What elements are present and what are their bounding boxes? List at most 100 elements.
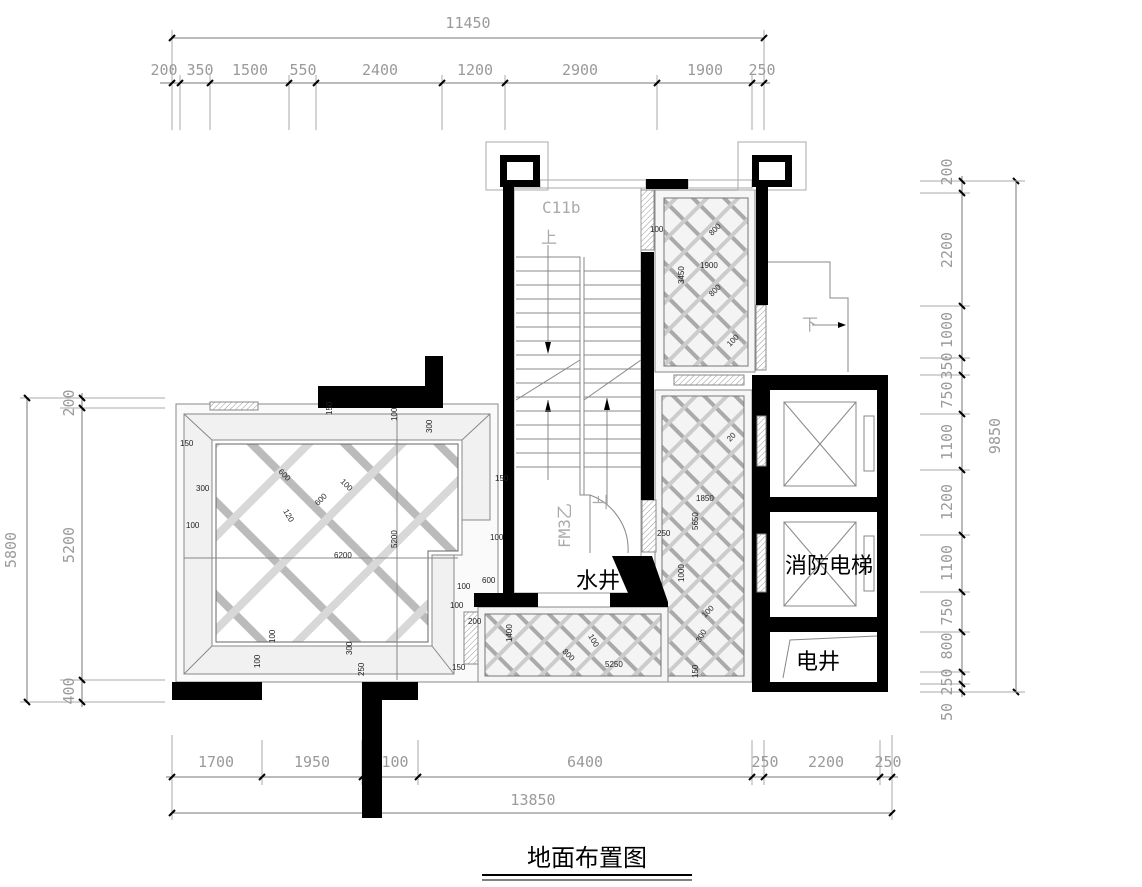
dimension-label: 1950 bbox=[294, 753, 330, 771]
dimension-label: 5200 bbox=[60, 527, 78, 563]
dimension-annotation: 100 bbox=[268, 629, 277, 643]
dimension-label: 1200 bbox=[938, 484, 956, 520]
dimension-tick bbox=[958, 668, 966, 676]
staircase bbox=[513, 187, 642, 594]
dimension-label: 200 bbox=[150, 61, 177, 79]
dimension-label: 1100 bbox=[938, 545, 956, 581]
dimension-label: 1700 bbox=[198, 753, 234, 771]
dimension-tick bbox=[958, 680, 966, 688]
dimension-label: 100 bbox=[381, 753, 408, 771]
dimension-label: 1900 bbox=[687, 61, 723, 79]
dimension-tick bbox=[438, 79, 446, 87]
dimension-tick bbox=[958, 189, 966, 197]
dimension-annotation: 5250 bbox=[605, 660, 623, 669]
dimension-annotation: 1900 bbox=[700, 261, 718, 270]
dimension-tick bbox=[176, 79, 184, 87]
dimension-tick bbox=[958, 531, 966, 539]
dimension-bottom-total: 13850 bbox=[510, 791, 555, 809]
dimension-annotation: 1400 bbox=[505, 624, 514, 642]
dimension-annotation: 300 bbox=[196, 484, 210, 493]
dimension-label: 400 bbox=[60, 677, 78, 704]
dimension-label: 350 bbox=[186, 61, 213, 79]
lobby-floor bbox=[175, 401, 499, 683]
dimension-label: 250 bbox=[874, 753, 901, 771]
dimension-tick bbox=[958, 354, 966, 362]
dimension-tick bbox=[414, 773, 422, 781]
right-dimensions: 9850 200 2200 1000 350 750 1100 1200 1100 750 800… bbox=[920, 158, 1025, 721]
dimension-tick bbox=[748, 79, 756, 87]
dimension-tick bbox=[958, 410, 966, 418]
dimension-tick bbox=[876, 773, 884, 781]
dimension-annotation: 5200 bbox=[390, 530, 399, 548]
dimension-annotation: 100 bbox=[390, 407, 399, 421]
dimension-tick bbox=[958, 371, 966, 379]
dimension-label: 2200 bbox=[938, 232, 956, 268]
dimension-annotation: 150 bbox=[180, 439, 194, 448]
dimension-label: 750 bbox=[938, 598, 956, 625]
stair-up-label: 上 bbox=[541, 228, 557, 247]
dimension-label: 250 bbox=[938, 668, 956, 695]
dimension-label: 50 bbox=[938, 703, 956, 721]
dimension-annotation: 6200 bbox=[334, 551, 352, 560]
dimension-tick bbox=[312, 79, 320, 87]
dimension-tick bbox=[958, 466, 966, 474]
dimension-tick bbox=[258, 773, 266, 781]
ramp-down-label: 下 bbox=[802, 315, 818, 334]
dimension-annotation: 300 bbox=[345, 641, 354, 655]
dimension-annotation: 250 bbox=[657, 529, 671, 538]
dimension-annotation: 100 bbox=[457, 582, 471, 591]
walls bbox=[172, 141, 888, 818]
dimension-label: 800 bbox=[938, 632, 956, 659]
dimension-annotation: 5650 bbox=[691, 512, 700, 530]
dimension-annotation: 100 bbox=[450, 601, 464, 610]
dimension-tick bbox=[206, 79, 214, 87]
dimension-label: 1000 bbox=[938, 312, 956, 348]
dimension-tick bbox=[653, 79, 661, 87]
dimension-annotation: 250 bbox=[357, 662, 366, 676]
dimension-label: 2200 bbox=[808, 753, 844, 771]
dimension-label: 200 bbox=[60, 389, 78, 416]
bottom-dimensions: 13850 1700 1950 100 6400 250 2200 250 bbox=[166, 735, 902, 820]
dimension-right-total: 9850 bbox=[986, 418, 1004, 454]
stair-up-label-2: 上 bbox=[591, 494, 610, 510]
dimension-label: 1200 bbox=[457, 61, 493, 79]
dimension-tick bbox=[958, 302, 966, 310]
dimension-annotation: 150 bbox=[452, 663, 466, 672]
dimension-annotation: 3450 bbox=[677, 266, 686, 284]
dimension-tick bbox=[958, 688, 966, 696]
electrical-shaft-label: 电井 bbox=[796, 650, 840, 675]
dimension-tick bbox=[168, 79, 176, 87]
dimension-annotation: 300 bbox=[425, 419, 434, 433]
dimension-label: 6400 bbox=[567, 753, 603, 771]
dimension-annotation: 1850 bbox=[696, 494, 714, 503]
window-code-label: C11b bbox=[542, 198, 581, 217]
water-shaft-label: 水井 bbox=[576, 569, 620, 594]
dimension-annotation: 200 bbox=[468, 617, 482, 626]
dimension-label: 1100 bbox=[938, 424, 956, 460]
dimension-top-total: 11450 bbox=[445, 14, 490, 32]
corridor-floor bbox=[463, 189, 767, 683]
dimension-label: 350 bbox=[938, 352, 956, 379]
dimension-left-total: 5800 bbox=[2, 532, 20, 568]
dimension-tick bbox=[760, 773, 768, 781]
door-code-label: FM3乙 bbox=[555, 503, 574, 548]
elevator-cars bbox=[782, 401, 878, 679]
dimension-label: 2900 bbox=[562, 61, 598, 79]
dimension-annotation: 1000 bbox=[677, 564, 686, 582]
dimension-label: 550 bbox=[289, 61, 316, 79]
dimension-tick bbox=[958, 177, 966, 185]
dimension-annotation: 100 bbox=[186, 521, 200, 530]
dimension-label: 250 bbox=[751, 753, 778, 771]
dimension-label: 200 bbox=[938, 158, 956, 185]
dimension-tick bbox=[285, 79, 293, 87]
dimension-annotation: 150 bbox=[495, 474, 509, 483]
dimension-annotation: 100 bbox=[490, 533, 504, 542]
top-dimensions: 11450 200 350 1500 550 2400 1200 2900 19… bbox=[150, 14, 776, 130]
dimension-label: 1500 bbox=[232, 61, 268, 79]
ramp bbox=[768, 261, 849, 372]
dimension-label: 750 bbox=[938, 381, 956, 408]
dimension-label: 2400 bbox=[362, 61, 398, 79]
dimension-annotation: 150 bbox=[691, 664, 700, 678]
